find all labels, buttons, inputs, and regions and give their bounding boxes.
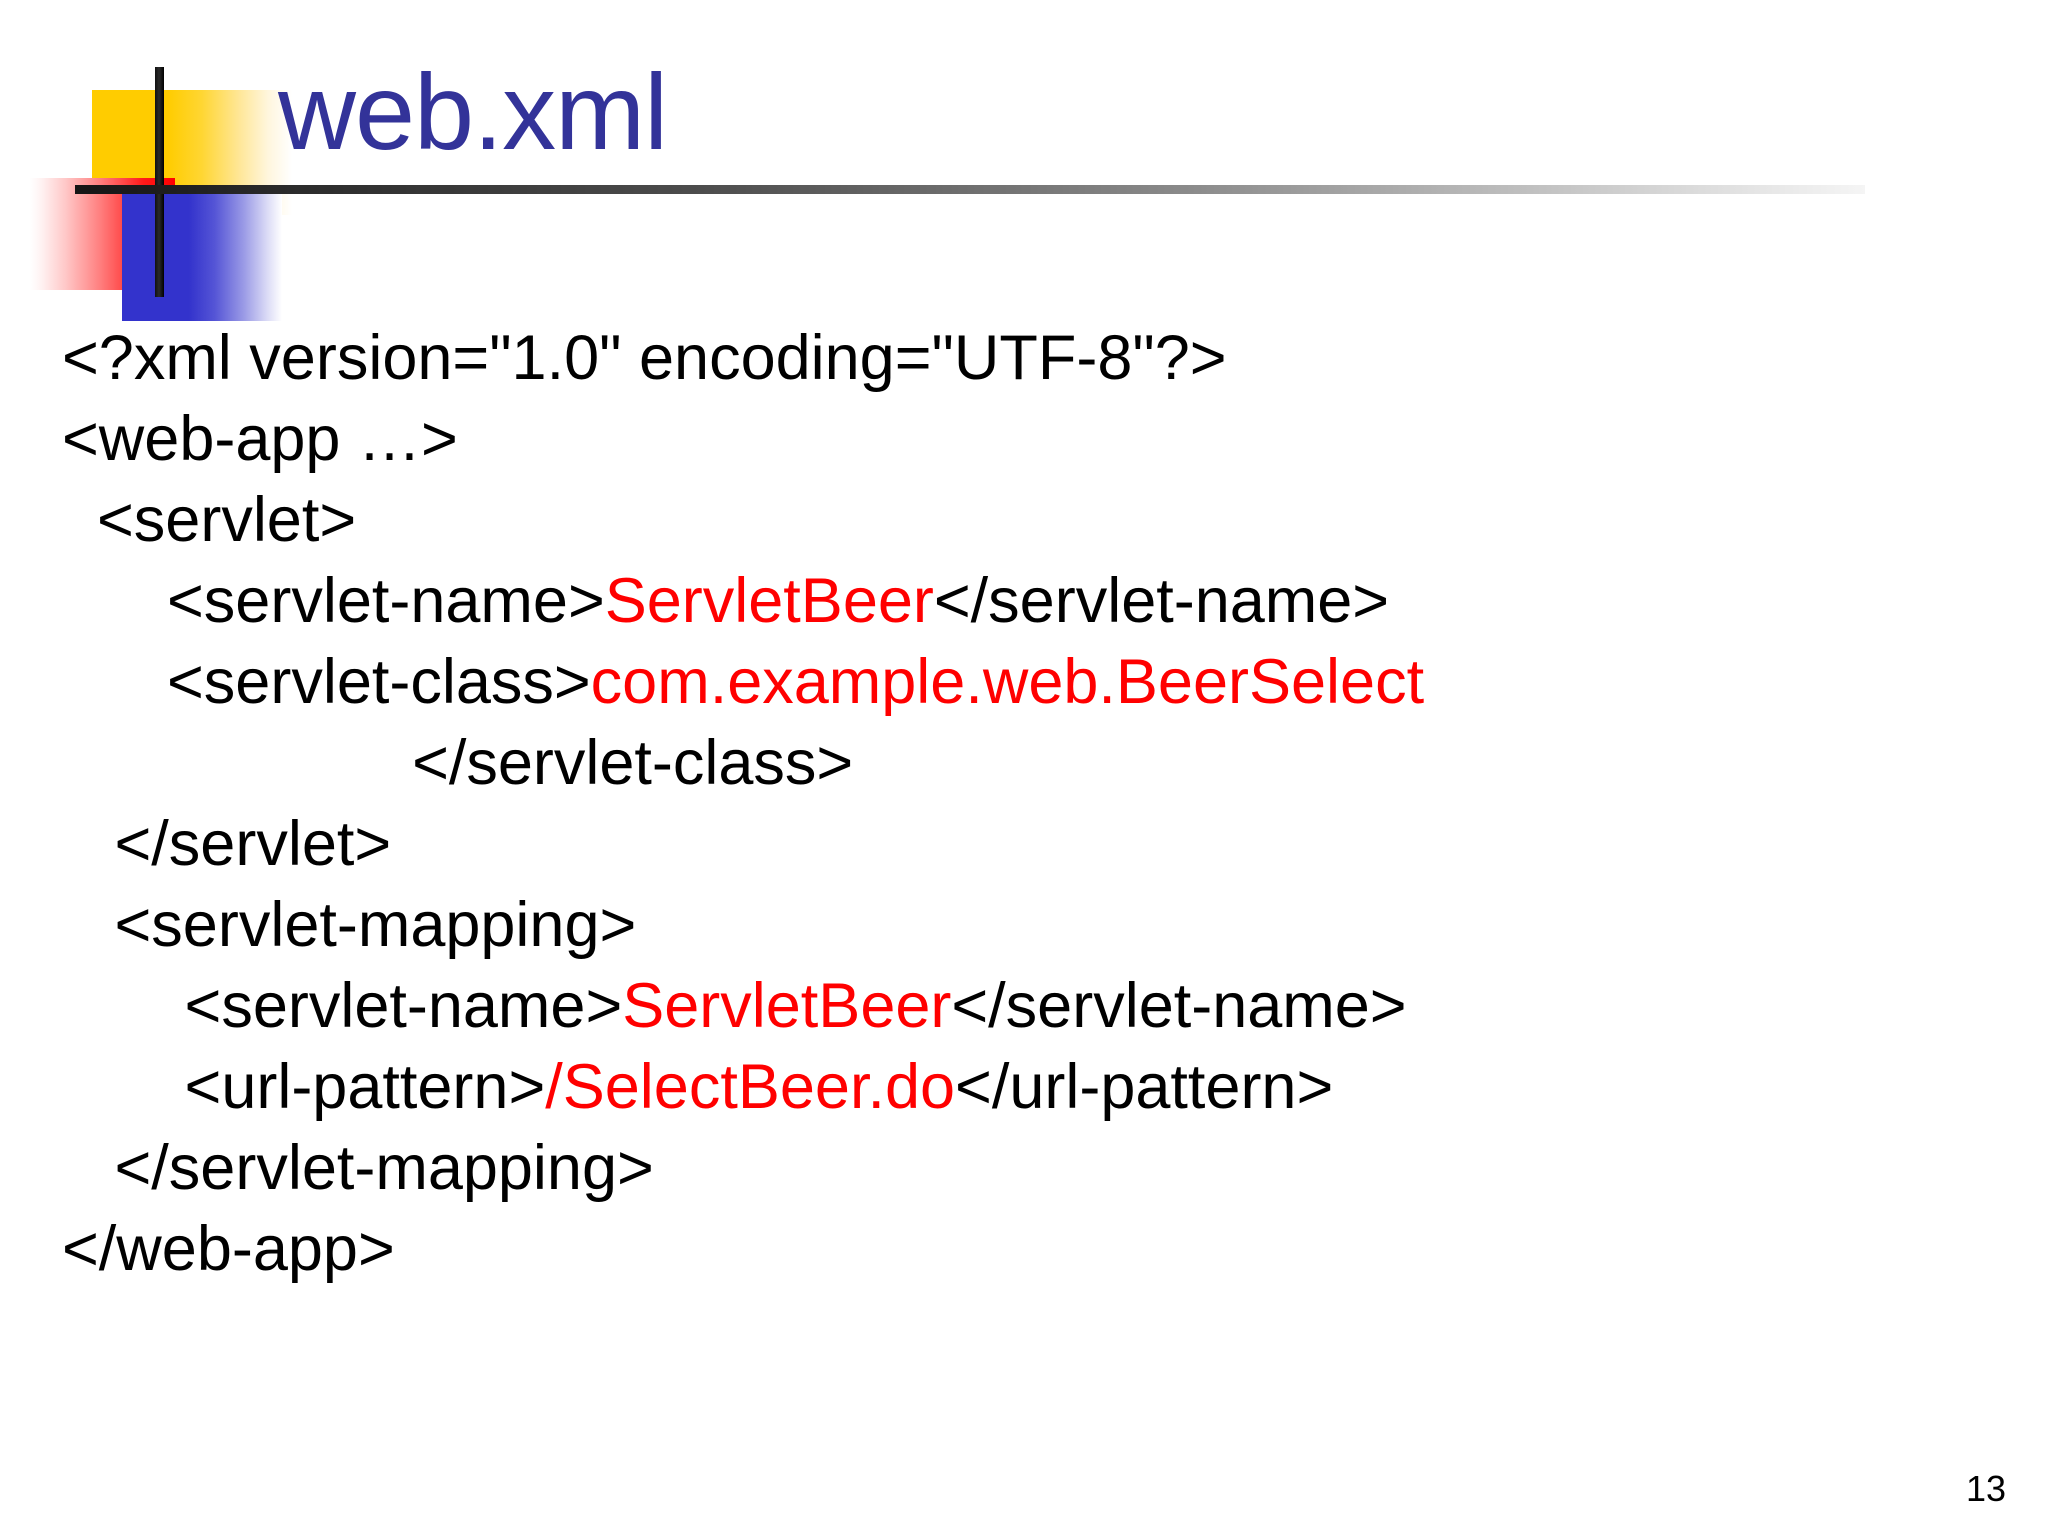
code-line-servlet-class: <servlet-class>com.example.web.BeerSelec… <box>62 642 1962 723</box>
code-text: </web-app> <box>62 1214 395 1284</box>
code-text: <servlet-mapping> <box>62 890 637 960</box>
page-title: web.xml <box>278 51 668 172</box>
code-highlight: /SelectBeer.do <box>545 1052 956 1122</box>
code-text: </url-pattern> <box>955 1052 1334 1122</box>
code-line-servlet-mapping-open: <servlet-mapping> <box>62 885 1962 966</box>
horizontal-rule <box>75 185 1865 194</box>
code-line-servlet-class-close: </servlet-class> <box>62 723 1962 804</box>
code-highlight: ServletBeer <box>622 971 952 1041</box>
code-text: <servlet-name> <box>62 566 605 636</box>
code-text: </servlet-name> <box>933 566 1390 636</box>
code-line-servlet-name: <servlet-name>ServletBeer</servlet-name> <box>62 561 1962 642</box>
blue-square-icon <box>122 193 282 321</box>
vertical-bar-icon <box>155 67 164 297</box>
code-line-web-app-close: </web-app> <box>62 1209 1962 1290</box>
code-text: <?xml version="1.0" encoding="UTF-8"?> <box>62 323 1227 393</box>
code-text: </servlet-mapping> <box>62 1133 654 1203</box>
code-text: </servlet> <box>62 809 392 879</box>
code-line-mapping-servlet-name: <servlet-name>ServletBeer</servlet-name> <box>62 966 1962 1047</box>
code-line-url-pattern: <url-pattern>/SelectBeer.do</url-pattern… <box>62 1047 1962 1128</box>
code-text: <servlet> <box>62 485 357 555</box>
code-line-servlet-close: </servlet> <box>62 804 1962 885</box>
code-text: <url-pattern> <box>62 1052 546 1122</box>
code-line-xml-declaration: <?xml version="1.0" encoding="UTF-8"?> <box>62 318 1962 399</box>
code-highlight: ServletBeer <box>604 566 934 636</box>
code-text: <web-app …> <box>62 404 458 474</box>
xml-code-block: <?xml version="1.0" encoding="UTF-8"?> <w… <box>62 318 1962 1290</box>
code-text: <servlet-name> <box>62 971 623 1041</box>
code-text: <servlet-class> <box>62 647 591 717</box>
page-number: 13 <box>1965 1468 2006 1509</box>
code-text: </servlet-name> <box>951 971 1407 1041</box>
code-line-web-app-open: <web-app …> <box>62 399 1962 480</box>
code-highlight: com.example.web.BeerSelect <box>590 647 1425 717</box>
slide-title-area: web.xml <box>0 0 2048 321</box>
decorative-blends-logo <box>30 45 292 321</box>
code-line-servlet-mapping-close: </servlet-mapping> <box>62 1128 1962 1209</box>
code-line-servlet-open: <servlet> <box>62 480 1962 561</box>
code-text: </servlet-class> <box>62 728 854 798</box>
